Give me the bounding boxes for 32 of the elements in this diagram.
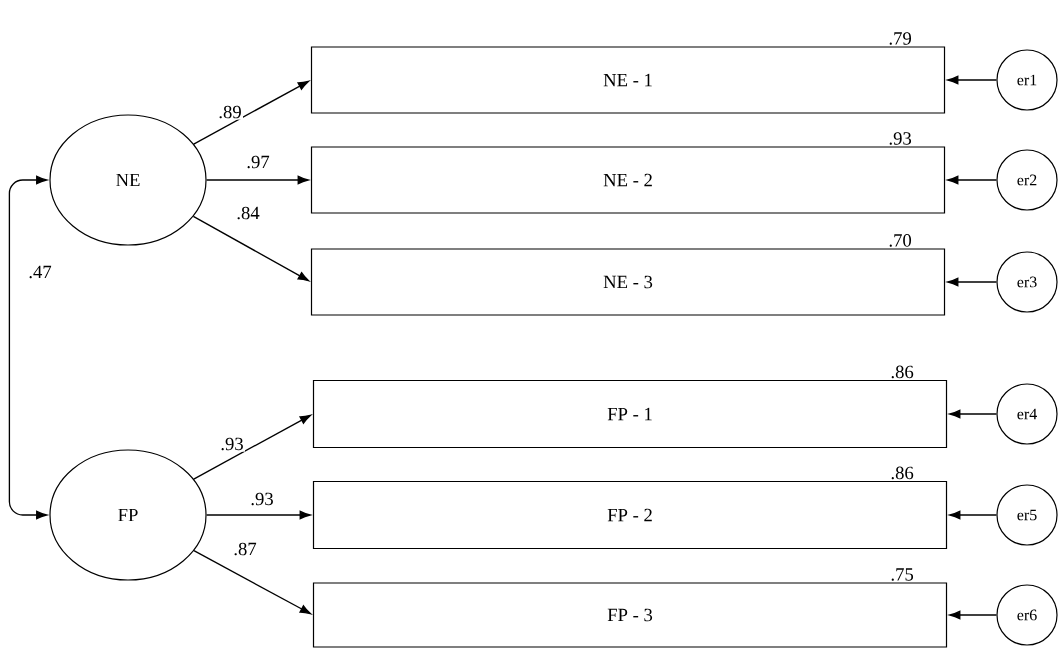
- arrow: [947, 75, 998, 85]
- observed-variable-box: FP - 1: [312, 379, 948, 449]
- arrow: [205, 175, 309, 185]
- arrow: [949, 610, 998, 620]
- observed-variable-box: FP - 3: [312, 582, 948, 648]
- observed-variable-box: NE - 1: [310, 46, 946, 114]
- value-label: .93: [889, 132, 912, 145]
- value-label: .79: [889, 32, 911, 45]
- value-label: .86: [891, 466, 914, 480]
- arrow: [947, 277, 998, 287]
- edge-label: .93: [251, 492, 273, 506]
- arrow: [193, 550, 311, 615]
- value-label: .86: [891, 365, 914, 379]
- value-label: .75: [891, 568, 914, 581]
- edge-label: .97: [247, 155, 270, 169]
- arrow: [193, 414, 311, 480]
- observed-variable-box: NE - 2: [310, 146, 946, 214]
- edge-label: .87: [234, 542, 257, 556]
- arrow: [949, 510, 998, 520]
- observed-variable-box: NE - 3: [310, 248, 946, 316]
- edge-label: .47: [29, 265, 52, 279]
- arrow: [192, 215, 309, 282]
- arrow: [947, 175, 998, 185]
- arrow: [205, 510, 311, 520]
- arrow: [949, 409, 998, 419]
- edge-label: .89: [219, 105, 241, 119]
- observed-variable-box: FP - 2: [312, 480, 948, 550]
- arrow: [193, 80, 309, 145]
- arrow: [8, 175, 48, 520]
- value-label: .70: [889, 234, 912, 247]
- edge-label: .93: [221, 437, 243, 451]
- edge-label: .84: [237, 206, 260, 220]
